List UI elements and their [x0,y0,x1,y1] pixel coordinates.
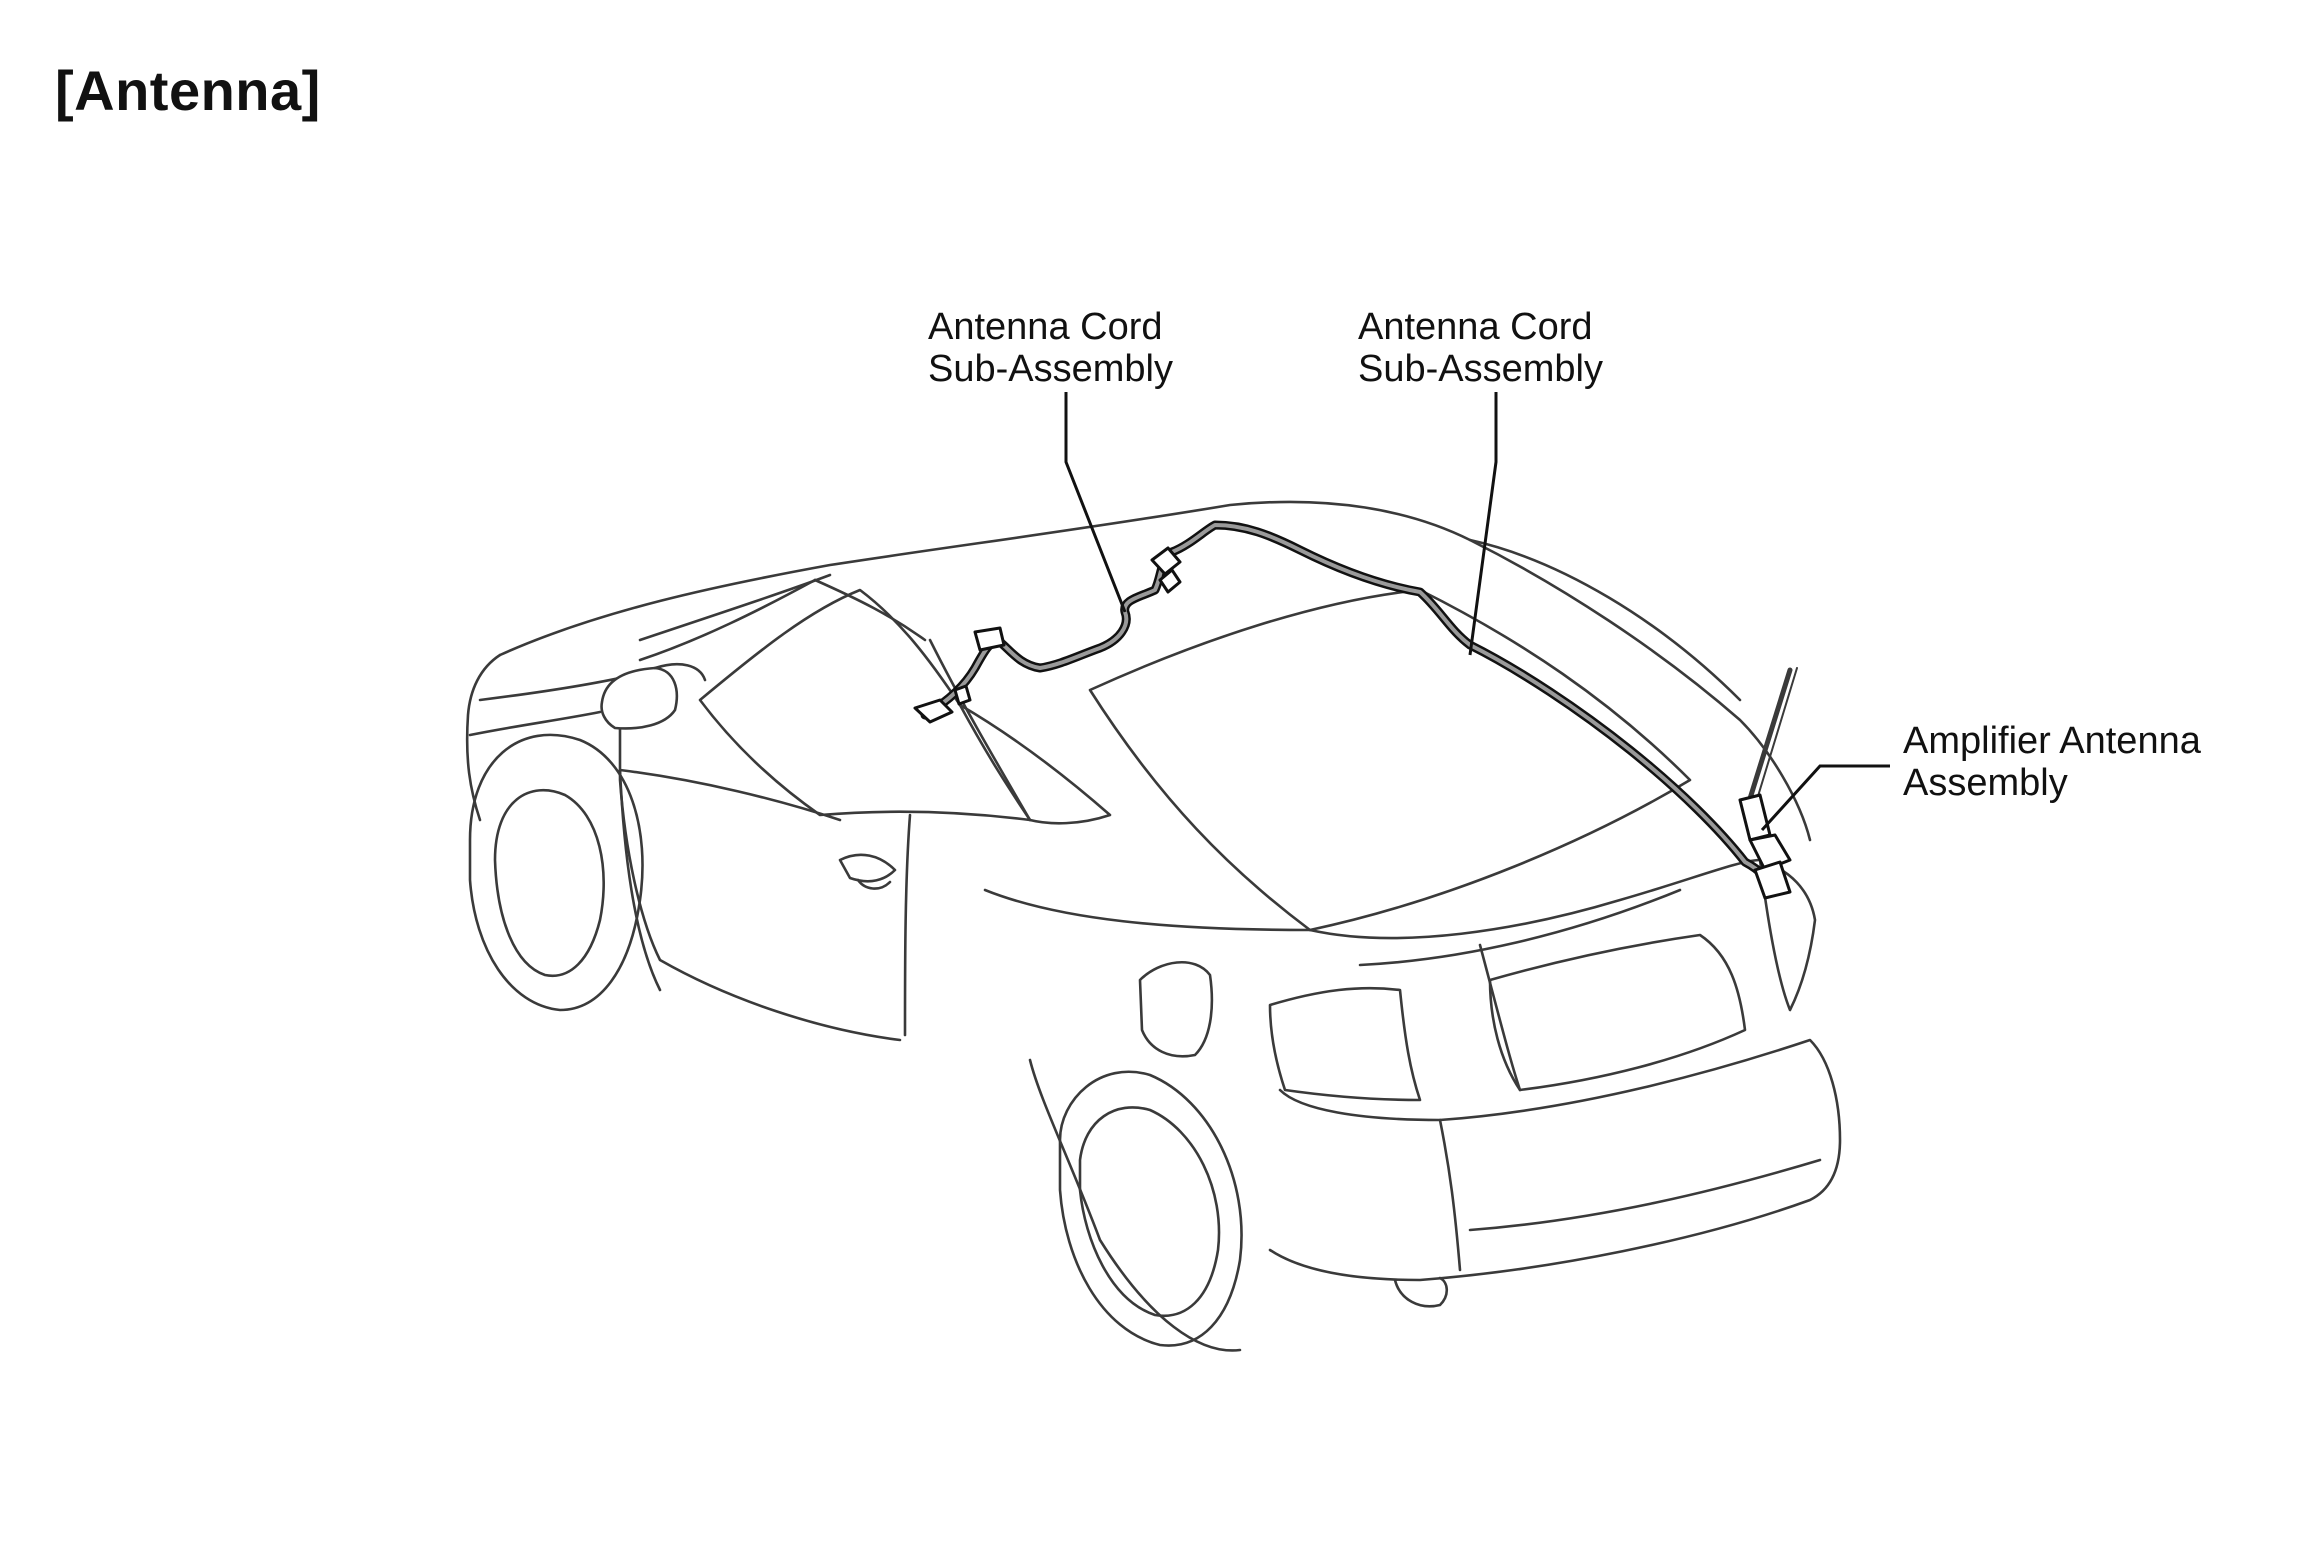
leader-cord-rear [1468,392,1498,656]
label-antenna-cord-rear: Antenna Cord Sub-Assembly [1358,306,1603,390]
antenna-cable [920,520,1775,895]
amplifier-antenna [1738,667,1798,900]
label-antenna-cord-front-line2: Sub-Assembly [928,348,1173,390]
leader-lines [1064,392,1890,832]
label-antenna-cord-front: Antenna Cord Sub-Assembly [928,306,1173,390]
page-title: [Antenna] [55,59,321,122]
label-amplifier-antenna-line1: Amplifier Antenna [1903,720,2201,762]
label-antenna-cord-front-line1: Antenna Cord [928,306,1163,348]
label-antenna-cord-rear-line2: Sub-Assembly [1358,348,1603,390]
cord-joint-connector [1150,546,1182,594]
leader-cord-front [1064,392,1127,613]
label-amplifier-antenna: Amplifier Antenna Assembly [1903,720,2201,804]
label-amplifier-antenna-line2: Assembly [1903,762,2068,804]
front-cord-connector [913,626,1006,724]
leader-amplifier [1760,764,1890,832]
car-body [465,500,1842,1352]
label-antenna-cord-rear-line1: Antenna Cord [1358,306,1593,348]
